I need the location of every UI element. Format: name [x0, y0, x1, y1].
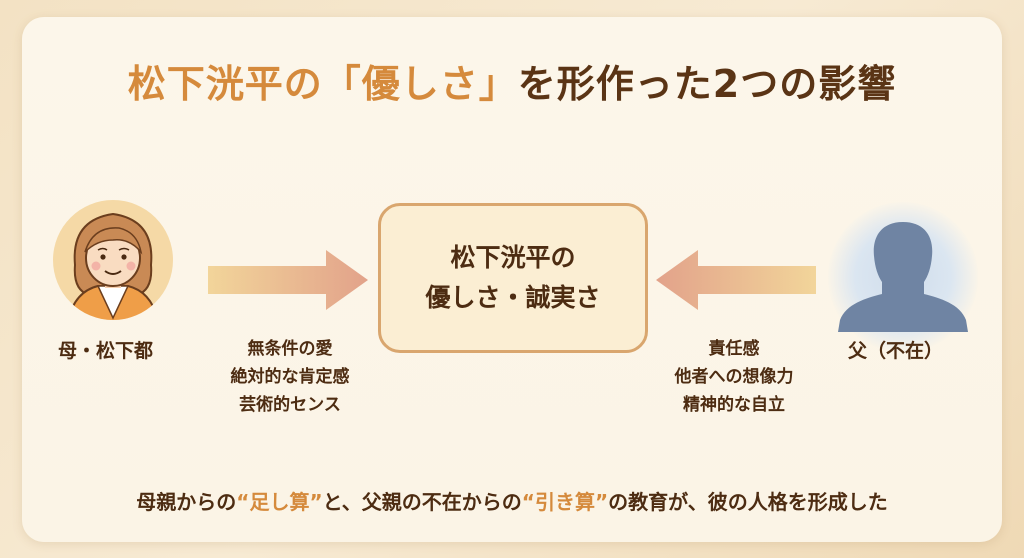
title-part-name: 松下洸平の [127, 62, 323, 106]
influence-item: 無条件の愛 [247, 339, 333, 359]
page-title: 松下洸平の「優しさ」を形作った2つの影響 [22, 53, 1002, 108]
footer-summary: 母親からの“足し算”と、父親の不在からの“引き算”の教育が、彼の人格を形成した [0, 486, 1024, 515]
arrow-right-icon [208, 250, 368, 310]
influence-item: 精神的な自立 [683, 395, 785, 415]
title-part-rest: を形作った2つの影響 [517, 62, 897, 106]
father-avatar [828, 202, 978, 352]
influence-item: 芸術的センス [239, 395, 341, 415]
center-line-2: 優しさ・誠実さ [425, 283, 601, 312]
center-trait-box: 松下洸平の 優しさ・誠実さ [378, 203, 648, 353]
mother-label: 母・松下都 [58, 340, 154, 362]
title-part-highlight: 「優しさ」 [322, 62, 518, 106]
influence-item: 他者への想像力 [674, 367, 794, 387]
center-line-1: 松下洸平の [450, 243, 576, 272]
footer-text: と、父親の不在からの [322, 490, 522, 514]
father-label: 父（不在） [848, 340, 944, 362]
mother-influences: 無条件の愛 絶対的な肯定感 芸術的センス [210, 335, 370, 419]
footer-highlight-subtraction: “引き算” [521, 490, 609, 514]
mother-avatar [53, 200, 173, 320]
footer-highlight-addition: “足し算” [236, 490, 323, 514]
person-silhouette-icon [838, 222, 968, 332]
mother-illustration-icon [65, 212, 161, 320]
influence-item: 責任感 [708, 339, 760, 359]
footer-text: の教育が、彼の人格を形成した [608, 490, 888, 514]
arrow-left-icon [656, 250, 816, 310]
influence-item: 絶対的な肯定感 [230, 367, 350, 387]
footer-text: 母親からの [136, 490, 237, 514]
father-influences: 責任感 他者への想像力 精神的な自立 [654, 335, 814, 419]
